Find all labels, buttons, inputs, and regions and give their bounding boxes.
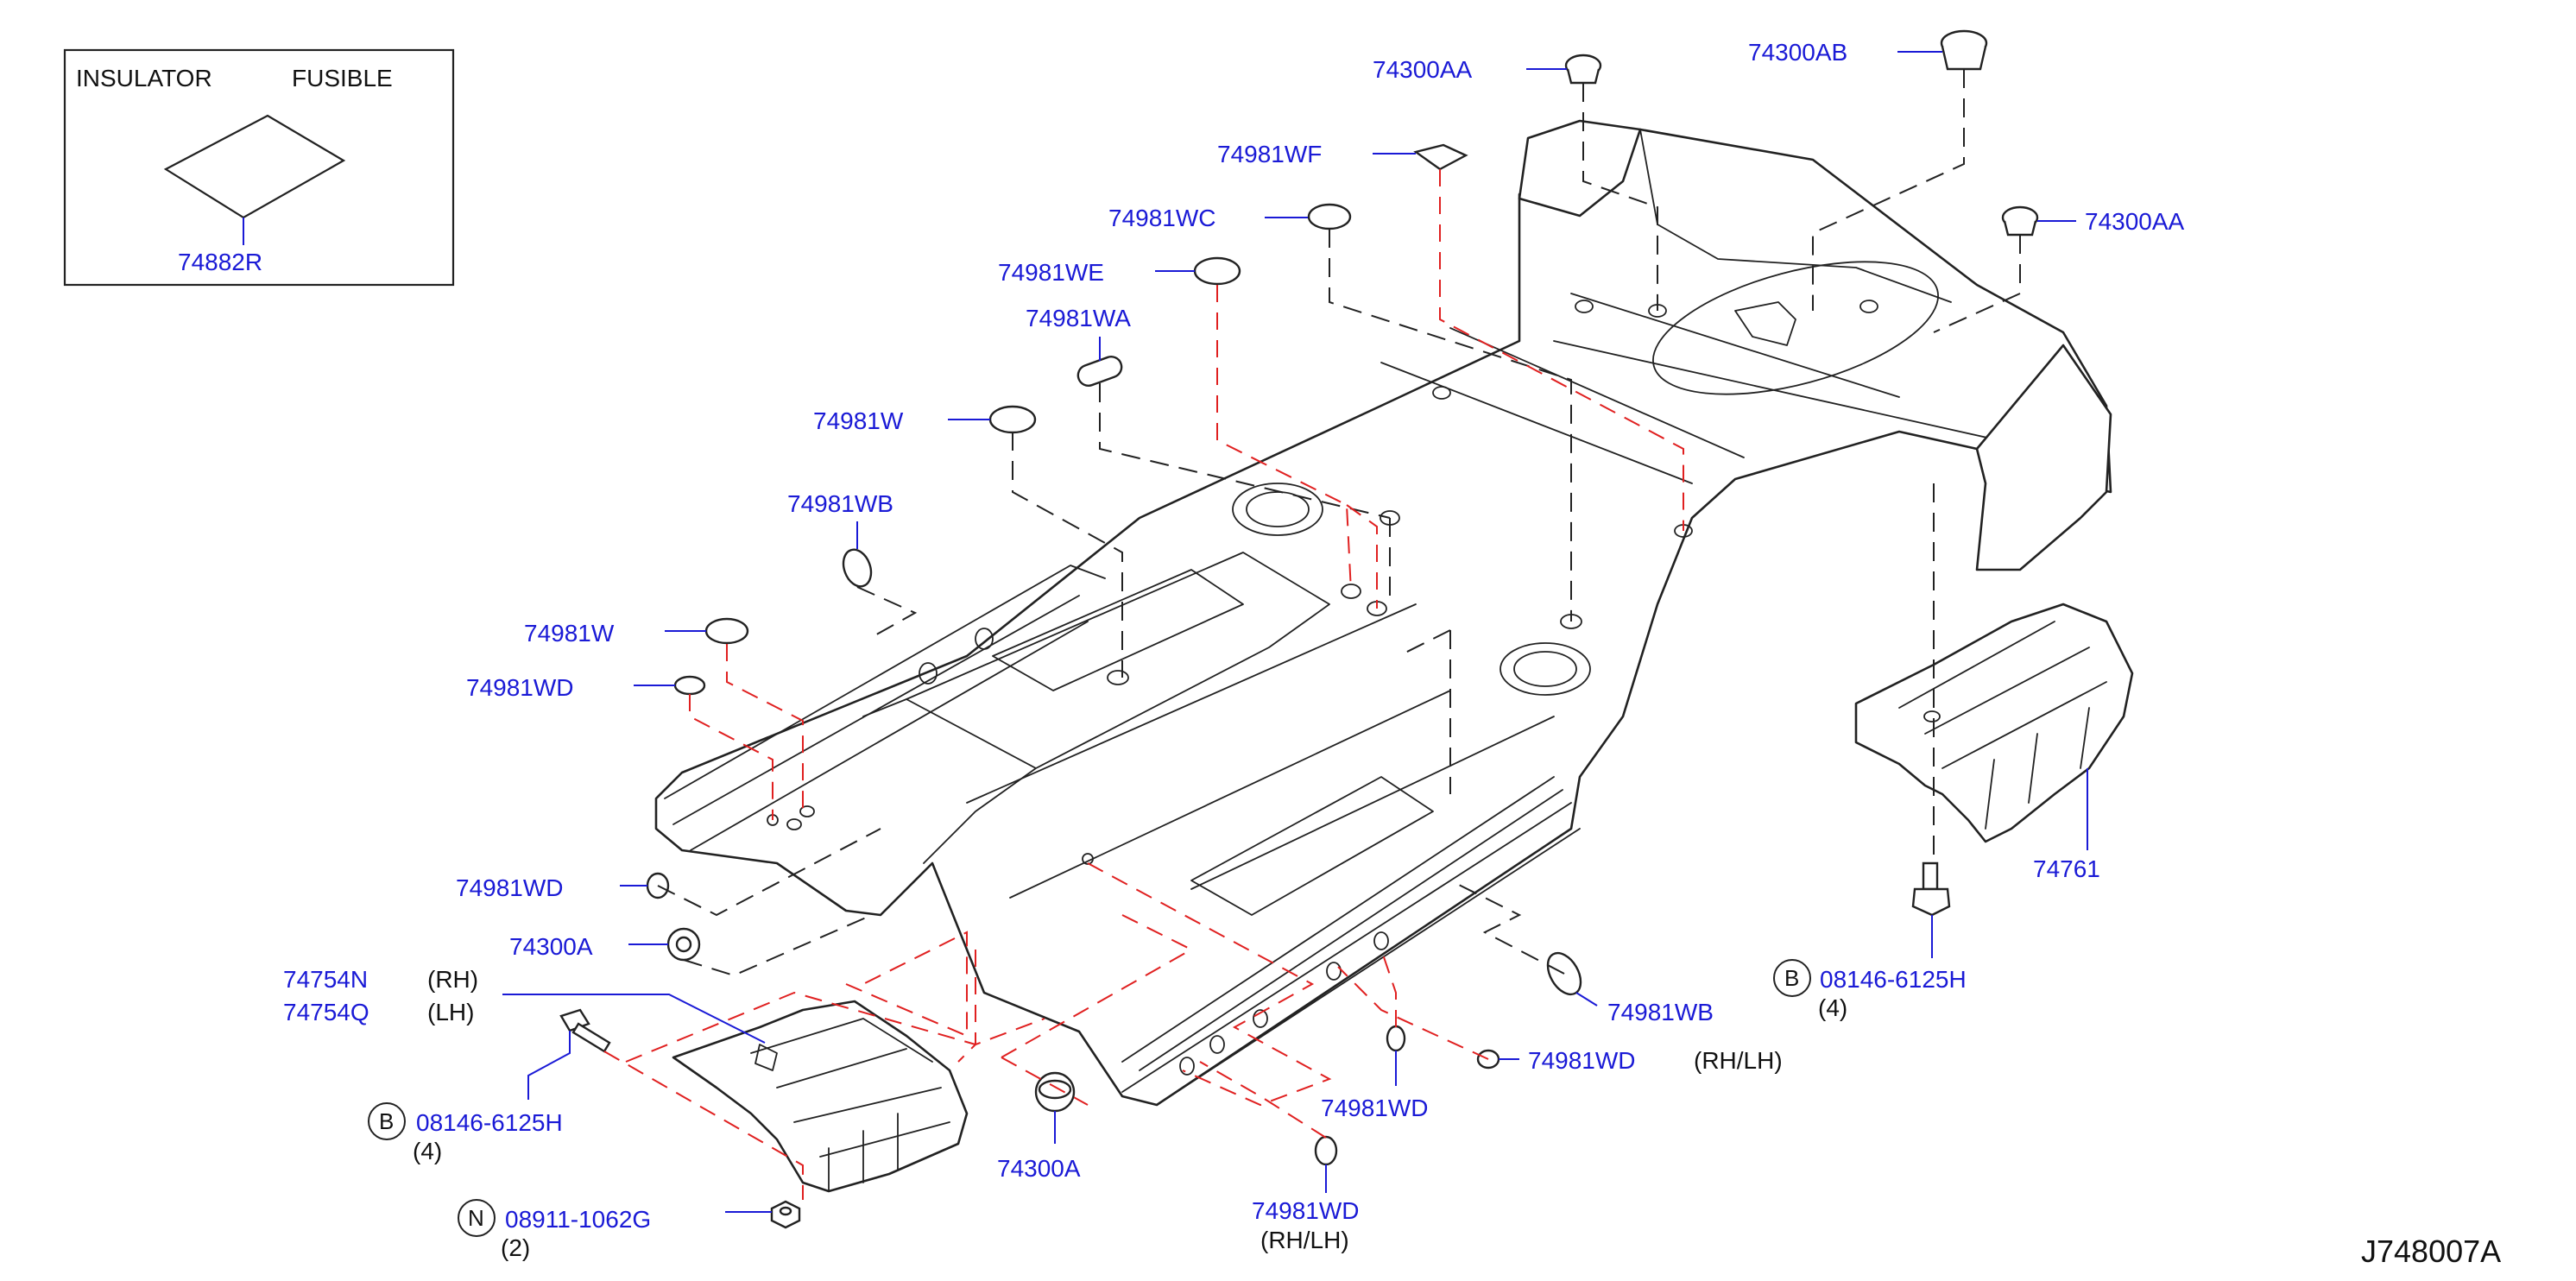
part-label-nut[interactable]: 08911-1062G <box>505 1206 651 1233</box>
part-label-74981WD-lower[interactable]: 74981WD <box>456 874 564 901</box>
note-74981WD-bottom-side: (RH/LH) <box>1260 1227 1349 1253</box>
note-74981WD-right-side: (RH/LH) <box>1694 1047 1783 1074</box>
part-label-74754N[interactable]: 74754N <box>283 966 368 993</box>
inset-title-fusible: FUSIBLE <box>292 65 393 92</box>
rear-floor-lines <box>1518 129 2038 450</box>
heat-insulator-74754-bracket <box>754 1044 778 1071</box>
inset-box: INSULATOR FUSIBLE 74882R <box>63 48 455 287</box>
note-74754Q-lh: (LH) <box>427 999 474 1025</box>
assembly-dashed-lines-red <box>603 169 1684 1200</box>
right-sill-lines <box>1121 776 1581 1106</box>
pad-74981W-a[interactable] <box>988 405 1037 434</box>
heat-insulator-74761-ribs <box>1898 621 2107 830</box>
cross-member-lines <box>966 327 1745 899</box>
note-bolt-left-qty: (4) <box>413 1138 442 1164</box>
part-label-74981WC[interactable]: 74981WC <box>1108 205 1216 231</box>
part-label-74300A-left[interactable]: 74300A <box>509 933 593 960</box>
circle-mark-n <box>458 1199 496 1237</box>
part-label-74300AB[interactable]: 74300AB <box>1748 39 1847 66</box>
grommet-74300A-bottom[interactable] <box>1034 1071 1076 1113</box>
heat-insulator-74761-hole <box>1923 710 1941 723</box>
part-label-74300AA-top[interactable]: 74300AA <box>1373 56 1473 83</box>
pad-74981WE[interactable] <box>1193 256 1241 286</box>
pad-74981WC[interactable] <box>1307 203 1352 230</box>
part-label-74300A-bottom[interactable]: 74300A <box>997 1155 1081 1182</box>
floor-pan <box>654 119 2112 1107</box>
circle-mark-b-right <box>1773 959 1811 997</box>
fusible-insulator-sheet <box>163 114 346 219</box>
heat-insulator-74761 <box>1854 603 2134 850</box>
circle-letter-n: N <box>468 1205 484 1231</box>
pad-74981WD-left[interactable] <box>673 675 706 696</box>
part-label-74981WD-right[interactable]: 74981WD <box>1528 1047 1636 1074</box>
heat-insulator-74754-ribs <box>750 1018 950 1192</box>
heat-insulator-74754 <box>672 1000 969 1193</box>
part-label-74754Q[interactable]: 74754Q <box>283 999 369 1025</box>
seat-pan-recess <box>992 569 1434 916</box>
inset-title-insulator: INSULATOR <box>76 65 212 92</box>
floor-cutout-right-inner <box>1513 651 1577 687</box>
bolt-08146-6125H-left[interactable] <box>559 1008 611 1053</box>
circle-mark-b-left <box>368 1102 406 1140</box>
floor-cutout-right <box>1500 642 1591 696</box>
part-label-74981W-a[interactable]: 74981W <box>813 407 904 434</box>
spare-tire-mount <box>1734 301 1796 346</box>
note-bolt-right-qty: (4) <box>1818 994 1847 1021</box>
center-tunnel <box>862 552 1330 864</box>
pad-74981WB-left[interactable] <box>838 546 875 590</box>
spare-wheel-well <box>1652 261 1939 395</box>
circle-letter-b-right: B <box>1784 965 1799 991</box>
note-nut-qty: (2) <box>501 1234 530 1261</box>
part-label-bolt-left[interactable]: 08146-6125H <box>416 1109 563 1136</box>
part-label-74981WD-center[interactable]: 74981WD <box>1321 1095 1429 1121</box>
left-sill-lines <box>664 565 1106 851</box>
pad-74981WD-center[interactable] <box>1386 1025 1406 1052</box>
part-label-74981WD-bottom[interactable]: 74981WD <box>1252 1197 1360 1224</box>
plug-74300AB[interactable] <box>1940 29 1988 71</box>
part-label-74981WB-left[interactable]: 74981WB <box>787 490 893 517</box>
part-label-74981WF[interactable]: 74981WF <box>1217 141 1322 167</box>
rear-left-side-panel <box>1518 119 1642 218</box>
pad-74981W-b[interactable] <box>704 617 749 645</box>
part-label-74761[interactable]: 74761 <box>2033 855 2100 882</box>
floor-cutout-left <box>1232 483 1323 536</box>
diagram-code: J748007A <box>2361 1234 2501 1269</box>
part-label-74882R[interactable]: 74882R <box>178 249 262 275</box>
nut-08911-1062G[interactable] <box>770 1200 801 1229</box>
pad-74981WA[interactable] <box>1075 354 1124 388</box>
pad-74981WF[interactable] <box>1413 143 1468 171</box>
part-label-bolt-right[interactable]: 08146-6125H <box>1820 966 1967 993</box>
heat-insulator-74754-body <box>672 1000 969 1193</box>
part-label-74981W-b[interactable]: 74981W <box>524 620 615 647</box>
part-label-74981WE[interactable]: 74981WE <box>998 259 1104 286</box>
bolt-08146-6125H-right[interactable] <box>1911 861 1951 917</box>
note-74754N-rh: (RH) <box>427 966 478 993</box>
floor-pan-outline <box>654 128 2112 1107</box>
part-label-74981WD-left[interactable]: 74981WD <box>466 674 574 701</box>
circle-letter-b-left: B <box>379 1108 394 1134</box>
part-labels: 74300AA 74300AB 74981WF 74300AA 74981WC … <box>283 39 2501 1269</box>
part-label-74981WA[interactable]: 74981WA <box>1026 305 1131 331</box>
plug-74300AA-right[interactable] <box>2001 205 2039 237</box>
pad-74981WD-bottom[interactable] <box>1314 1135 1338 1166</box>
leader-lines <box>502 51 2076 1213</box>
part-label-74300AA-right[interactable]: 74300AA <box>2085 208 2185 235</box>
plug-74300AA-top[interactable] <box>1564 54 1602 85</box>
floor-holes <box>767 300 1878 1076</box>
part-label-74981WB-right[interactable]: 74981WB <box>1607 999 1714 1025</box>
rear-right-side-panel <box>1975 344 2112 571</box>
grommet-74300A-left[interactable] <box>666 927 701 962</box>
heat-insulator-74761-body <box>1854 603 2134 843</box>
assembly-dashed-lines-black <box>657 69 2021 977</box>
